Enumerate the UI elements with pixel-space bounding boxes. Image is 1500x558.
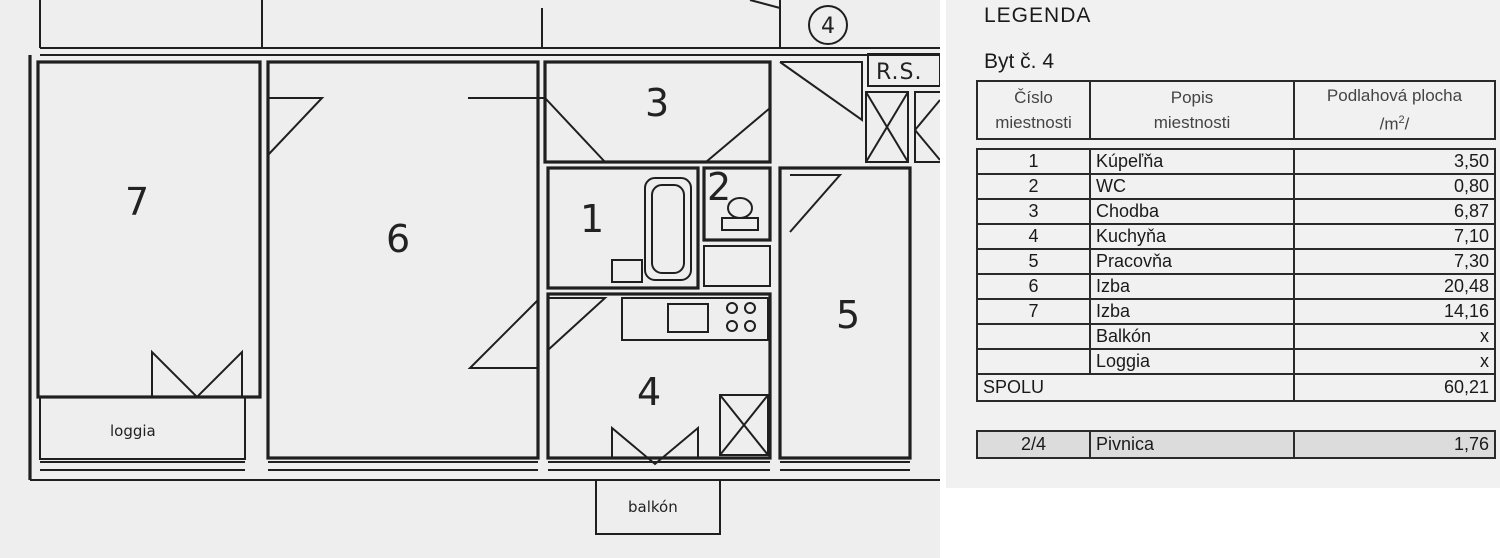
total-label: SPOLU bbox=[976, 373, 1295, 402]
floor-plan-drawing: R.S. 4 7 6 3 1 2 4 5 loggia balkón bbox=[28, 0, 940, 535]
wall bbox=[749, 0, 781, 9]
loggia-label: loggia bbox=[110, 422, 156, 440]
loggia-outline bbox=[39, 396, 246, 460]
table-cell-area: 7,30 bbox=[1293, 248, 1496, 275]
table-cell-desc: Chodba bbox=[1089, 198, 1295, 225]
room-5-outline bbox=[778, 166, 912, 460]
table-cell-area: 0,80 bbox=[1293, 173, 1496, 200]
table-cell-num: 2 bbox=[976, 173, 1091, 200]
toilet-tank bbox=[721, 217, 759, 231]
table-header-row: Číslo miestnosti Popis miestnosti Podlah… bbox=[976, 80, 1496, 140]
apartment-subtitle: Byt č. 4 bbox=[984, 50, 1055, 73]
table-cell-num bbox=[976, 323, 1091, 350]
bathtub bbox=[644, 177, 692, 281]
washbasin bbox=[611, 259, 643, 283]
shaft bbox=[703, 245, 771, 287]
room-number: 5 bbox=[836, 293, 860, 337]
door-swing bbox=[467, 299, 539, 369]
table-cell-desc: Balkón bbox=[1089, 323, 1295, 350]
door-swing bbox=[789, 174, 843, 233]
room-number: 2 bbox=[707, 165, 731, 209]
door-swing bbox=[547, 297, 608, 351]
table-cell-area: x bbox=[1293, 348, 1496, 375]
table-cell-num: 7 bbox=[976, 298, 1091, 325]
legend-panel: LEGENDA Byt č. 4 Číslo miestnosti Popis … bbox=[946, 0, 1500, 488]
table-cell-num: 1 bbox=[976, 148, 1091, 175]
room-area-table: Číslo miestnosti Popis miestnosti Podlah… bbox=[976, 80, 1496, 459]
table-cell-desc: Kúpeľňa bbox=[1089, 148, 1295, 175]
table-cell-area: x bbox=[1293, 323, 1496, 350]
table-cell-desc: Izba bbox=[1089, 273, 1295, 300]
table-cell-area: 14,16 bbox=[1293, 298, 1496, 325]
legend-title: LEGENDA bbox=[984, 4, 1092, 27]
table-cell-desc: Kuchyňa bbox=[1089, 223, 1295, 250]
table-cell-num: 3 bbox=[976, 198, 1091, 225]
room-3-outline bbox=[543, 60, 772, 164]
total-area: 60,21 bbox=[1293, 373, 1496, 402]
riser-label: R.S. bbox=[876, 60, 922, 85]
bathtub-inner bbox=[651, 184, 685, 274]
table-cell-desc: Loggia bbox=[1089, 348, 1295, 375]
room-number: 7 bbox=[125, 180, 149, 224]
balcony-label: balkón bbox=[628, 498, 678, 516]
room-2-outline bbox=[702, 166, 772, 242]
pantry bbox=[719, 394, 769, 456]
table-cell-area: 7,10 bbox=[1293, 223, 1496, 250]
riser-label-box bbox=[867, 53, 940, 87]
table-cell-num bbox=[976, 348, 1091, 375]
apartment-marker-label: 4 bbox=[821, 14, 835, 39]
door-swing bbox=[468, 97, 606, 163]
room-6-outline bbox=[266, 60, 540, 460]
floor-plan: R.S. 4 7 6 3 1 2 4 5 loggia balkón bbox=[0, 0, 940, 558]
door-swing bbox=[703, 107, 771, 163]
room-number: 3 bbox=[645, 81, 669, 125]
sink bbox=[667, 303, 709, 333]
kitchen-counter bbox=[621, 297, 769, 341]
column-header-area: Podlahová plocha /m2/ bbox=[1293, 80, 1496, 140]
table-cell-desc: WC bbox=[1089, 173, 1295, 200]
room-number: 4 bbox=[637, 370, 661, 414]
table-cell-desc: Izba bbox=[1089, 298, 1295, 325]
cellar-cell-area: 1,76 bbox=[1293, 430, 1496, 459]
cellar-cell-num: 2/4 bbox=[976, 430, 1091, 459]
door-swing bbox=[779, 61, 863, 122]
room-7-outline bbox=[36, 60, 262, 399]
table-cell-area: 3,50 bbox=[1293, 148, 1496, 175]
table-cell-num: 4 bbox=[976, 223, 1091, 250]
balcony-door bbox=[611, 425, 699, 466]
column-header-description: Popis miestnosti bbox=[1089, 80, 1295, 140]
table-cell-desc: Pracovňa bbox=[1089, 248, 1295, 275]
table-cell-num: 6 bbox=[976, 273, 1091, 300]
column-header-number: Číslo miestnosti bbox=[976, 80, 1091, 140]
table-cell-area: 6,87 bbox=[1293, 198, 1496, 225]
room-number: 6 bbox=[386, 217, 410, 261]
room-1-outline bbox=[546, 166, 700, 290]
door-swing bbox=[267, 97, 325, 156]
table-cell-area: 20,48 bbox=[1293, 273, 1496, 300]
apartment-marker bbox=[808, 5, 848, 45]
riser-box bbox=[865, 91, 909, 163]
room-number: 1 bbox=[580, 197, 604, 241]
room-4-outline bbox=[546, 292, 772, 460]
table-cell-num: 5 bbox=[976, 248, 1091, 275]
cellar-cell-desc: Pivnica bbox=[1089, 430, 1295, 459]
toilet bbox=[727, 197, 753, 219]
loggia-door bbox=[151, 349, 243, 399]
